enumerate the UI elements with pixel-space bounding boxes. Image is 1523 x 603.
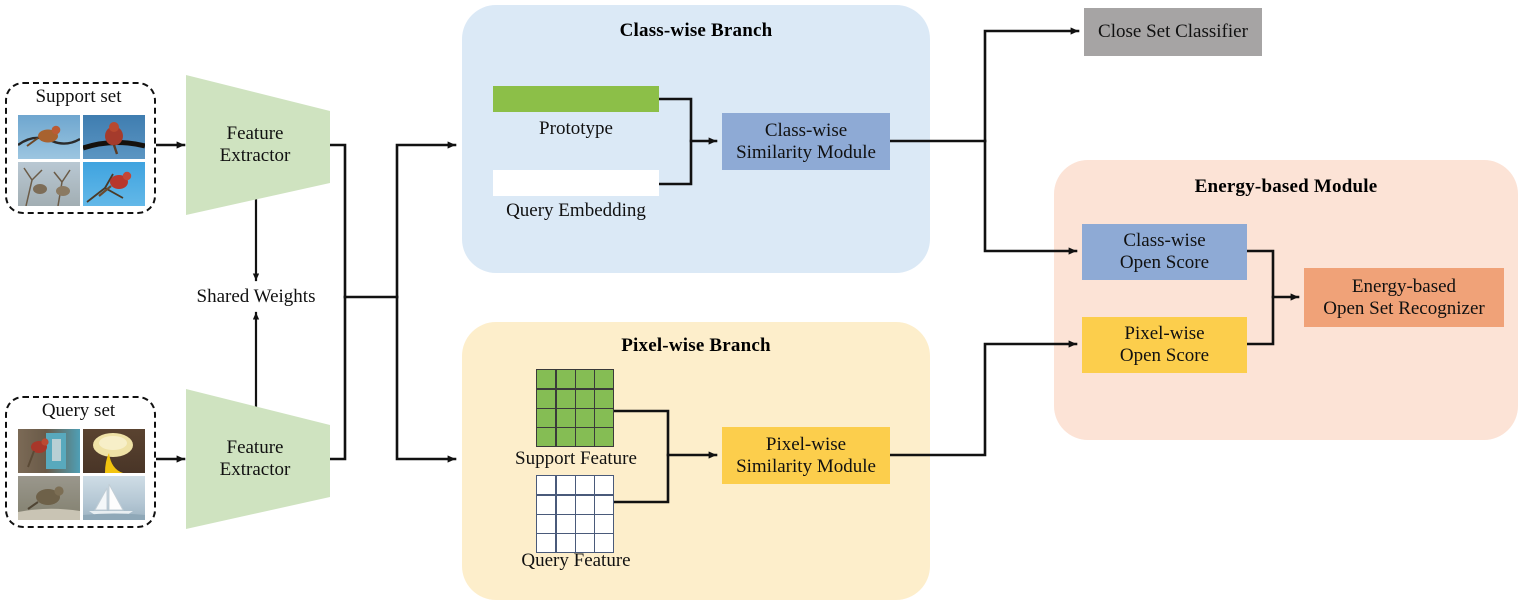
wire-to-close-set-classifier bbox=[983, 27, 1080, 143]
classwise-module-line2: Similarity Module bbox=[736, 141, 876, 163]
query-set-label: Query set bbox=[41, 400, 116, 421]
encoder-line2: Extractor bbox=[219, 459, 291, 480]
query-embedding-bar bbox=[493, 170, 659, 196]
encoder-line1: Feature bbox=[226, 123, 284, 145]
shared-weights-label: Shared Weights bbox=[196, 286, 316, 307]
support-feature-label: Support Feature bbox=[515, 448, 637, 469]
recognizer-line2: Open Set Recognizer bbox=[1323, 297, 1485, 319]
query-embedding-label: Query Embedding bbox=[506, 200, 646, 221]
classwise-open-score-line1: Class-wise bbox=[1123, 230, 1206, 252]
support-feature-grid bbox=[536, 369, 614, 447]
query-feature-label: Query Feature bbox=[521, 550, 631, 571]
support-set-label: Support set bbox=[35, 86, 122, 107]
wire-enc1-to-bus bbox=[328, 143, 347, 299]
query-image-3 bbox=[83, 476, 145, 520]
support-image-1 bbox=[83, 115, 145, 159]
wire-bus-to-classwise bbox=[395, 141, 457, 299]
close-set-classifier-label: Close Set Classifier bbox=[1098, 21, 1248, 43]
close-set-classifier[interactable]: Close Set Classifier bbox=[1084, 8, 1262, 56]
pixelwise-open-score-box[interactable]: Pixel-wise Open Score bbox=[1082, 317, 1247, 373]
support-image-2 bbox=[18, 162, 80, 206]
energy-open-set-recognizer-box[interactable]: Energy-based Open Set Recognizer bbox=[1304, 268, 1504, 327]
pixelwise-module-line1: Pixel-wise bbox=[765, 433, 847, 455]
query-feature-extractor bbox=[184, 387, 332, 531]
query-image-1 bbox=[83, 429, 145, 473]
energy-module-title: Energy-based Module bbox=[1194, 176, 1378, 197]
classwise-branch-title: Class-wise Branch bbox=[619, 20, 773, 41]
pixelwise-module-line2: Similarity Module bbox=[736, 455, 876, 477]
encoder-line2: Extractor bbox=[219, 145, 291, 166]
query-feature-extractor-label: Feature Extractor bbox=[190, 429, 320, 489]
pixelwise-open-score-line1: Pixel-wise bbox=[1124, 323, 1205, 345]
pixelwise-branch-title: Pixel-wise Branch bbox=[621, 335, 771, 356]
pixelwise-similarity-module[interactable]: Pixel-wise Similarity Module bbox=[722, 427, 890, 484]
support-image-3 bbox=[83, 162, 145, 206]
support-feature-extractor-label: Feature Extractor bbox=[190, 115, 320, 175]
classwise-module-line1: Class-wise bbox=[764, 119, 848, 141]
prototype-label: Prototype bbox=[539, 118, 613, 139]
prototype-bar bbox=[493, 86, 659, 112]
encoder-line1: Feature bbox=[226, 437, 284, 459]
pixelwise-open-score-line2: Open Score bbox=[1119, 345, 1210, 366]
query-image-0 bbox=[18, 429, 80, 473]
support-feature-extractor bbox=[184, 73, 332, 217]
wire-enc2-to-bus bbox=[328, 295, 347, 461]
classwise-open-score-line2: Open Score bbox=[1119, 252, 1210, 273]
support-image-0 bbox=[18, 115, 80, 159]
wire-bus-to-pixelwise bbox=[395, 295, 457, 463]
classwise-similarity-module[interactable]: Class-wise Similarity Module bbox=[722, 113, 890, 170]
recognizer-line1: Energy-based bbox=[1351, 275, 1457, 297]
query-feature-grid bbox=[536, 475, 614, 553]
classwise-open-score-box[interactable]: Class-wise Open Score bbox=[1082, 224, 1247, 280]
query-image-2 bbox=[18, 476, 80, 520]
